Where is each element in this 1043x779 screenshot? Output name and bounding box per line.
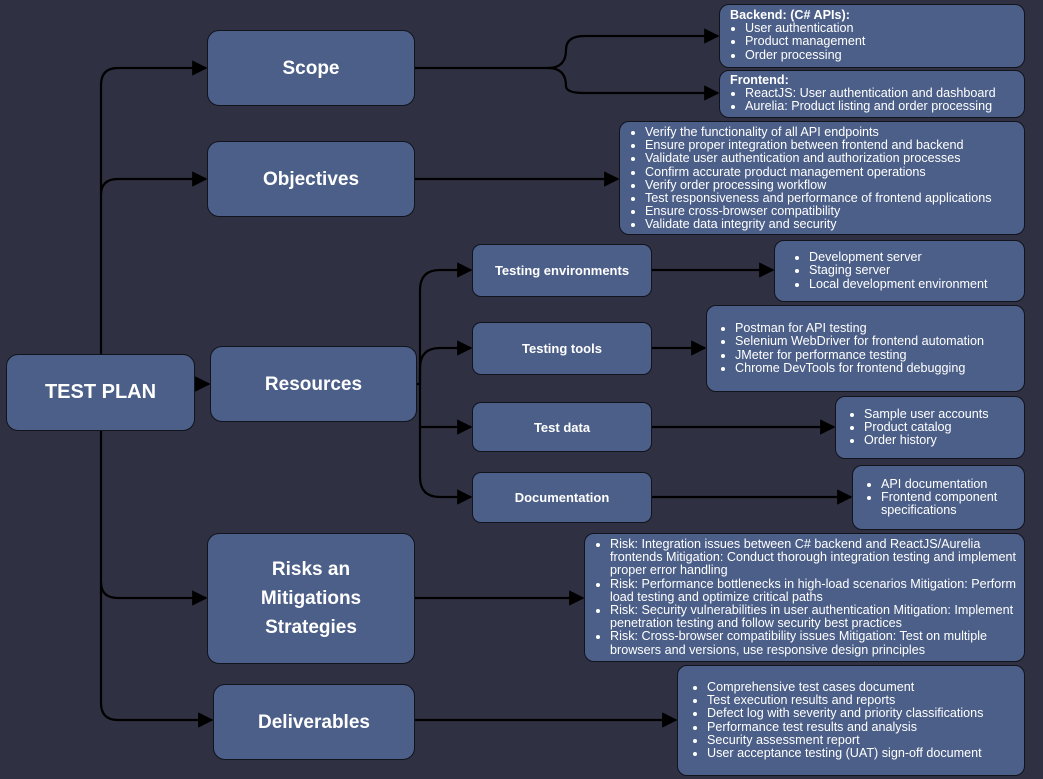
list-item: Comprehensive test cases document — [707, 680, 1018, 694]
edge-resources-env — [416, 262, 473, 386]
list-item: Test responsiveness and performance of f… — [645, 191, 1018, 205]
resources-node[interactable]: Resources — [210, 346, 417, 422]
test-data-list: Sample user accounts Product catalog Ord… — [844, 407, 1018, 448]
scope-backend-box: Backend: (C# APIs): User authentication … — [719, 4, 1025, 68]
list-item: Staging server — [809, 264, 1018, 277]
risks-node[interactable]: Risks an Mitigations Strategies — [207, 533, 415, 664]
edge-resources-docs — [418, 427, 473, 505]
test-data-node[interactable]: Test data — [472, 402, 652, 452]
list-item: Risk: Integration issues between C# back… — [610, 537, 1018, 578]
frontend-list: ReactJS: User authentication and dashboa… — [728, 87, 1018, 114]
list-item: Ensure cross-browser compatibility — [645, 205, 1018, 218]
trunk-line-lower — [99, 430, 214, 728]
test-data-label: Test data — [533, 419, 591, 435]
frontend-heading: Frontend: — [730, 73, 789, 87]
list-item: Chrome DevTools for frontend debugging — [735, 361, 1018, 375]
objectives-label: Objectives — [262, 168, 360, 190]
list-item: Performance test results and analysis — [707, 720, 1018, 734]
edge-scope-backend — [414, 28, 720, 70]
resources-label: Resources — [264, 373, 363, 395]
trunk-line — [99, 60, 208, 355]
testing-environments-label: Testing environments — [494, 263, 630, 278]
list-item: API documentation — [881, 477, 1018, 491]
scope-frontend-box: Frontend: ReactJS: User authentication a… — [719, 70, 1025, 118]
list-item: Defect log with severity and priority cl… — [707, 707, 1018, 720]
backend-list: User authentication Product management O… — [728, 22, 1018, 62]
risks-list: Risk: Integration issues between C# back… — [593, 537, 1018, 657]
list-item: Validate data integrity and security — [645, 218, 1018, 231]
deliverables-node[interactable]: Deliverables — [213, 684, 415, 760]
objectives-box: Verify the functionality of all API endp… — [619, 121, 1025, 235]
list-item: Security assessment report — [707, 733, 1018, 747]
list-item: ReactJS: User authentication and dashboa… — [745, 87, 1018, 100]
objectives-node[interactable]: Objectives — [207, 141, 415, 217]
list-item: User authentication — [745, 22, 1018, 35]
backend-heading: Backend: (C# APIs): — [730, 8, 850, 22]
scope-label: Scope — [282, 57, 340, 79]
list-item: Risk: Cross-browser compatibility issues… — [610, 630, 1018, 657]
deliverables-list: Comprehensive test cases document Test e… — [686, 680, 1018, 760]
list-item: Local development environment — [809, 277, 1018, 291]
list-item: Verify order processing workflow — [645, 178, 1018, 192]
test-data-box: Sample user accounts Product catalog Ord… — [835, 396, 1025, 459]
documentation-box: API documentation Frontend component spe… — [852, 465, 1025, 530]
documentation-node[interactable]: Documentation — [472, 472, 652, 523]
scope-node[interactable]: Scope — [207, 30, 415, 106]
list-item: Test execution results and reports — [707, 693, 1018, 707]
list-item: Verify the functionality of all API endp… — [645, 125, 1018, 139]
list-item: Order processing — [745, 48, 1018, 62]
list-item: Product management — [745, 35, 1018, 48]
list-item: JMeter for performance testing — [735, 348, 1018, 362]
deliverables-box: Comprehensive test cases document Test e… — [677, 665, 1025, 776]
list-item: Frontend component specifications — [881, 490, 1018, 517]
list-item: Validate user authentication and authori… — [645, 152, 1018, 165]
list-item: Aurelia: Product listing and order proce… — [745, 100, 1018, 113]
list-item: Ensure proper integration between fronte… — [645, 139, 1018, 152]
deliverables-label: Deliverables — [258, 711, 370, 733]
objectives-list: Verify the functionality of all API endp… — [628, 125, 1018, 232]
edge-root-objectives — [99, 171, 208, 196]
testing-environments-box: Development server Staging server Local … — [774, 240, 1025, 302]
list-item: Sample user accounts — [864, 407, 1018, 421]
edge-resources-data — [418, 384, 473, 435]
list-item: Confirm accurate product management oper… — [645, 165, 1018, 179]
list-item: Selenium WebDriver for frontend automati… — [735, 335, 1018, 348]
testing-environments-node[interactable]: Testing environments — [472, 244, 652, 297]
testing-environments-list: Development server Staging server Local … — [783, 250, 1018, 291]
testing-tools-list: Postman for API testing Selenium WebDriv… — [715, 321, 1018, 375]
risks-label: Risks an Mitigations Strategies — [260, 559, 362, 638]
documentation-label: Documentation — [514, 490, 610, 505]
documentation-list: API documentation Frontend component spe… — [861, 477, 1018, 518]
root-node[interactable]: TEST PLAN — [6, 354, 195, 431]
edge-resources-tools — [418, 340, 473, 384]
edge-scope-frontend — [547, 66, 720, 101]
list-item: Risk: Performance bottlenecks in high-lo… — [610, 577, 1018, 604]
testing-tools-box: Postman for API testing Selenium WebDriv… — [706, 305, 1025, 392]
list-item: Postman for API testing — [735, 321, 1018, 335]
list-item: User acceptance testing (UAT) sign-off d… — [707, 746, 1018, 760]
risks-box: Risk: Integration issues between C# back… — [584, 533, 1025, 662]
testing-tools-node[interactable]: Testing tools — [472, 322, 652, 375]
list-item: Product catalog — [864, 420, 1018, 434]
list-item: Risk: Security vulnerabilities in user a… — [610, 603, 1018, 630]
list-item: Order history — [864, 433, 1018, 447]
root-label: TEST PLAN — [44, 381, 157, 403]
list-item: Development server — [809, 250, 1018, 264]
testing-tools-label: Testing tools — [522, 341, 602, 356]
edge-root-risks — [99, 581, 208, 606]
